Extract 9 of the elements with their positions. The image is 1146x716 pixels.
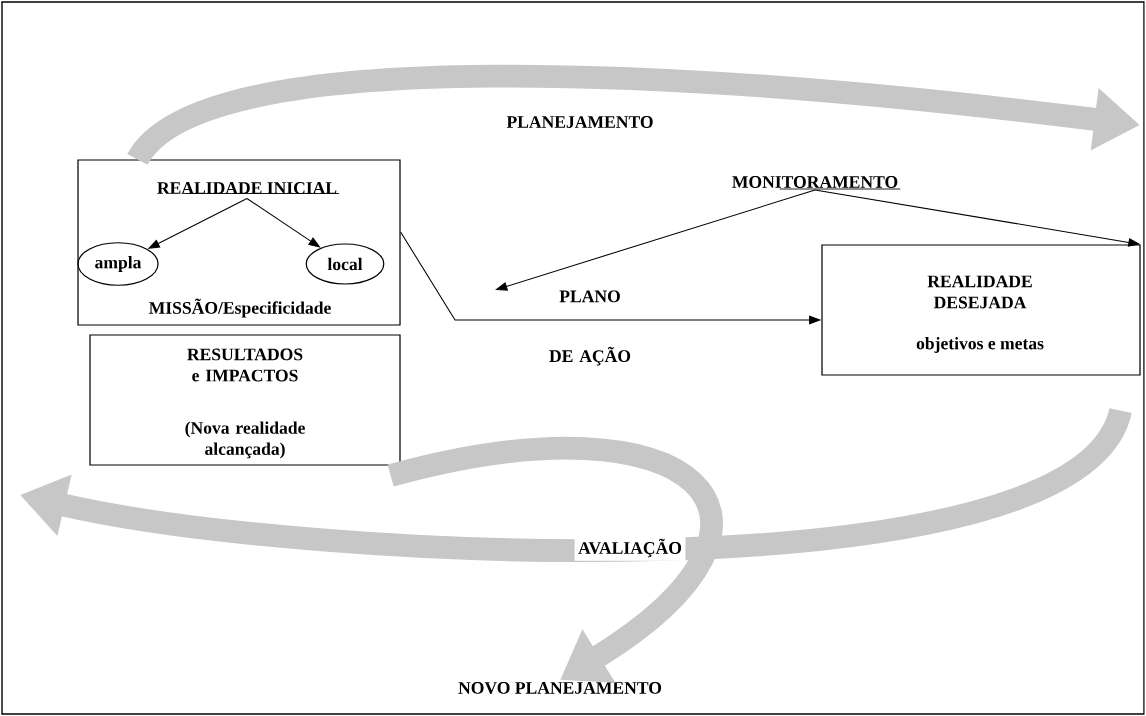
arrow [495,189,816,291]
arrow [388,437,723,683]
edge-label: PLANEJAMENTO [502,112,658,132]
box: REALIDADE DESEJADA objetivos e metas [821,244,1141,376]
edge-label: PLANO DE AÇÃO [549,290,631,366]
caption: NOVO PLANEJAMENTO [458,682,662,694]
box: RESULTADOS e IMPACTOS (Nova realidade alcançada) [89,334,401,466]
underlined-heading: MONITORAMENTO [732,176,901,190]
edge-label: AVALIAÇÃO [574,535,686,561]
